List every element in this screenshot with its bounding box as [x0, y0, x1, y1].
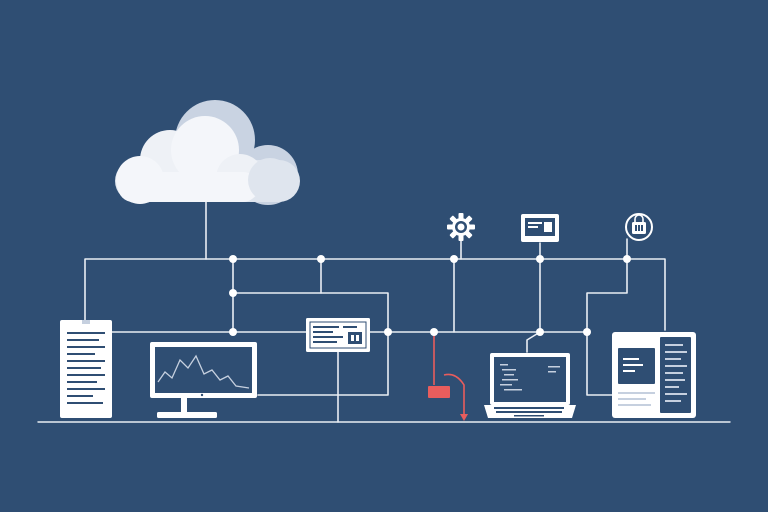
junction-node: [536, 328, 544, 336]
server-tower-icon: [60, 320, 112, 418]
monitor-window-icon: [521, 214, 559, 242]
alert-arrowhead: [460, 414, 468, 421]
main-bus: [84, 258, 666, 331]
junction-nodes: [229, 255, 631, 336]
junction-node: [536, 255, 544, 263]
chart-monitor-icon: [150, 342, 257, 418]
junction-node: [229, 328, 237, 336]
laptop-code-icon: [484, 353, 576, 418]
junction-node: [317, 255, 325, 263]
junction-node: [430, 328, 438, 336]
alert-flag-icon: [428, 386, 450, 398]
dual-screen-server-icon: [612, 332, 696, 418]
connection-lines: [37, 199, 731, 423]
junction-node: [229, 289, 237, 297]
cloud-icon: [115, 100, 300, 205]
bus-level-3: [109, 258, 628, 396]
alert-link: [433, 332, 465, 418]
junction-node: [450, 255, 458, 263]
junction-node: [583, 328, 591, 336]
junction-node: [229, 255, 237, 263]
junction-node: [623, 255, 631, 263]
junction-node: [384, 328, 392, 336]
dashboard-panel-icon: [306, 318, 370, 352]
laptop-link: [526, 331, 541, 353]
gear-icon: [447, 213, 475, 241]
bus-right-branch: [453, 238, 628, 333]
lock-badge-icon: [625, 213, 653, 241]
